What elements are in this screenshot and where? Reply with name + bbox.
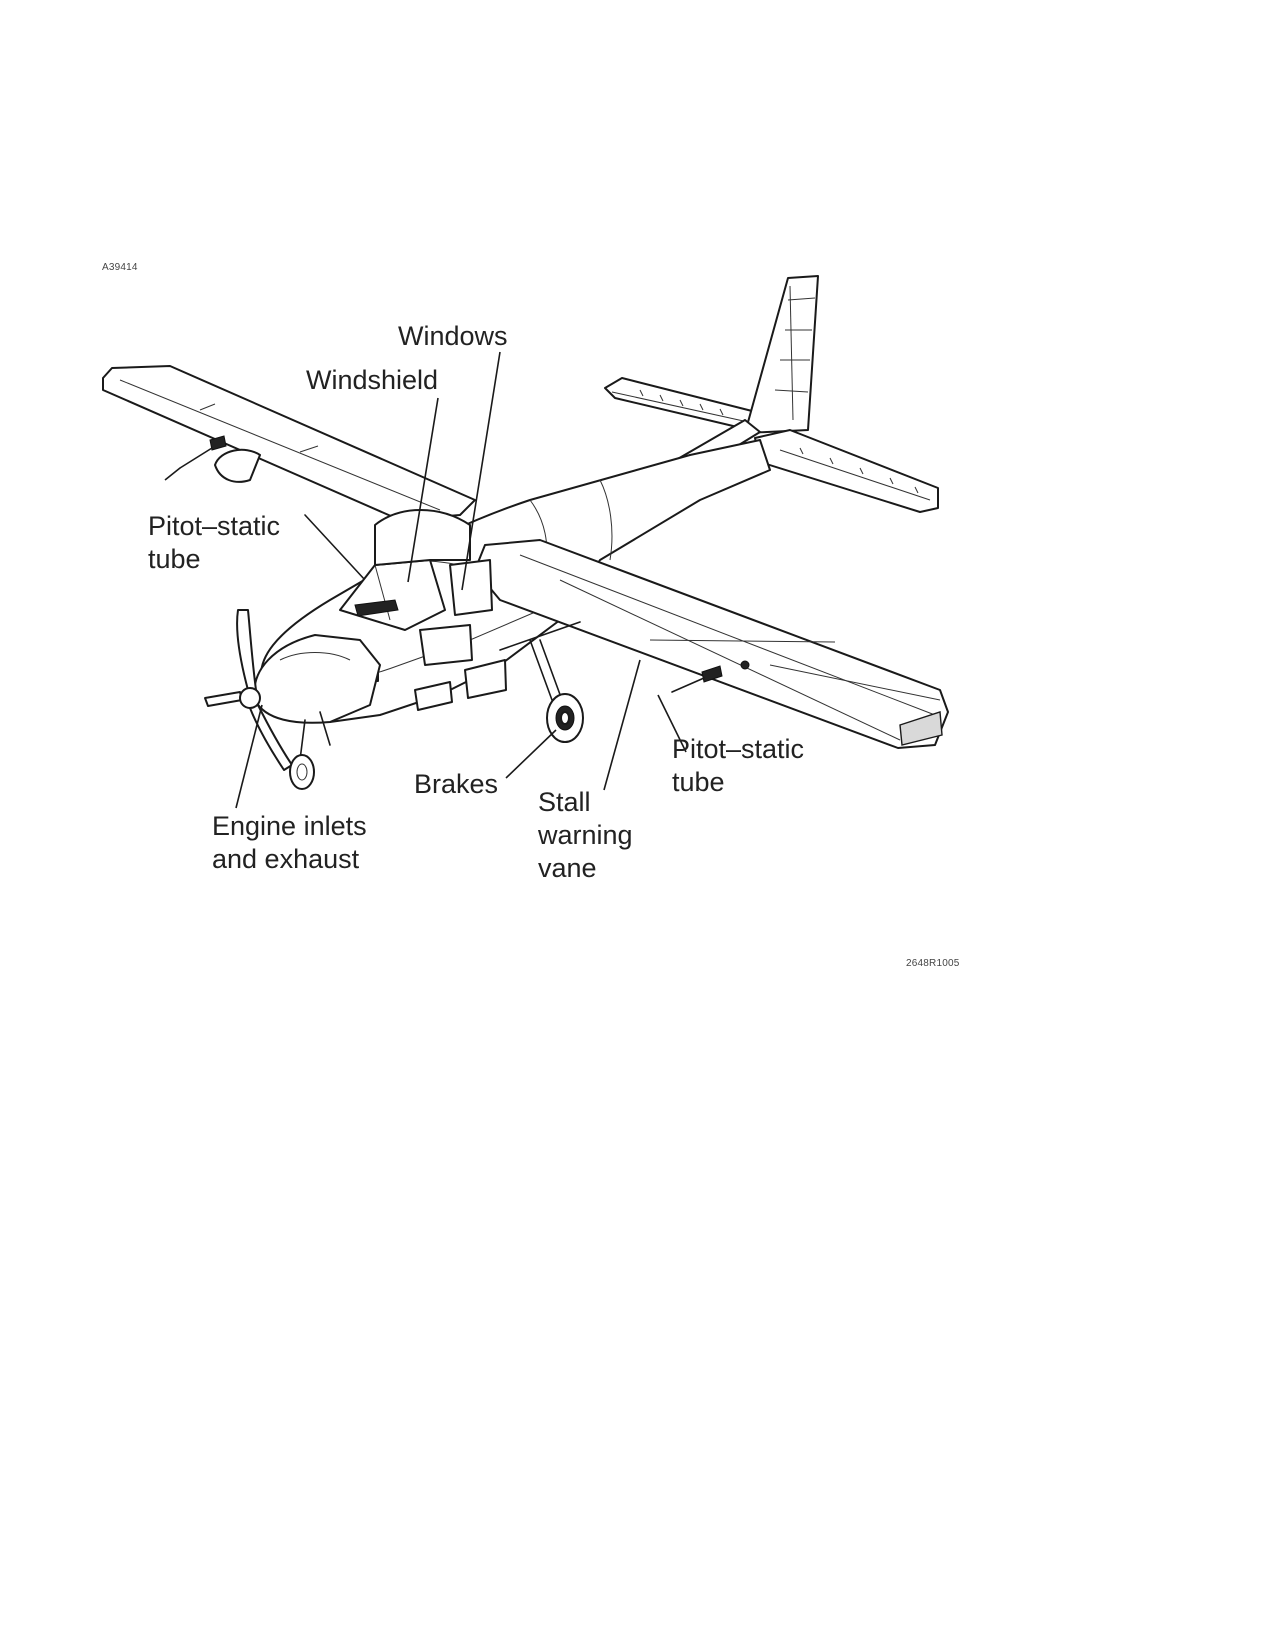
label-windows: Windows (398, 321, 508, 351)
leader-pitot-right (657, 694, 687, 753)
leader-windows (461, 351, 501, 591)
figure-code: 2648R1005 (906, 958, 960, 969)
label-windshield: Windshield (306, 365, 439, 395)
right-horizontal-stabilizer (754, 429, 939, 513)
side-window (449, 559, 493, 616)
leader-engine (235, 704, 263, 809)
left-wing (102, 365, 476, 521)
vertical-tail (744, 275, 819, 434)
leader-brakes (505, 729, 557, 779)
leader-stall-vane (603, 659, 641, 791)
label-stall-warning-vane: Stall warning vane (538, 787, 633, 883)
label-engine-inlets: Engine inlets and exhaust (212, 811, 367, 874)
leader-pitot-left (164, 467, 181, 481)
label-pitot-static-left: Pitot–static tube (148, 511, 281, 574)
label-brakes: Brakes (414, 769, 499, 799)
propeller (236, 609, 257, 691)
leader-windshield (407, 397, 439, 583)
right-wing (474, 539, 949, 749)
label-pitot-static-right: Pitot–static tube (672, 734, 805, 797)
figure-id: A39414 (102, 262, 138, 273)
left-horizontal-stabilizer (604, 377, 757, 431)
nose-wheel (289, 754, 315, 790)
